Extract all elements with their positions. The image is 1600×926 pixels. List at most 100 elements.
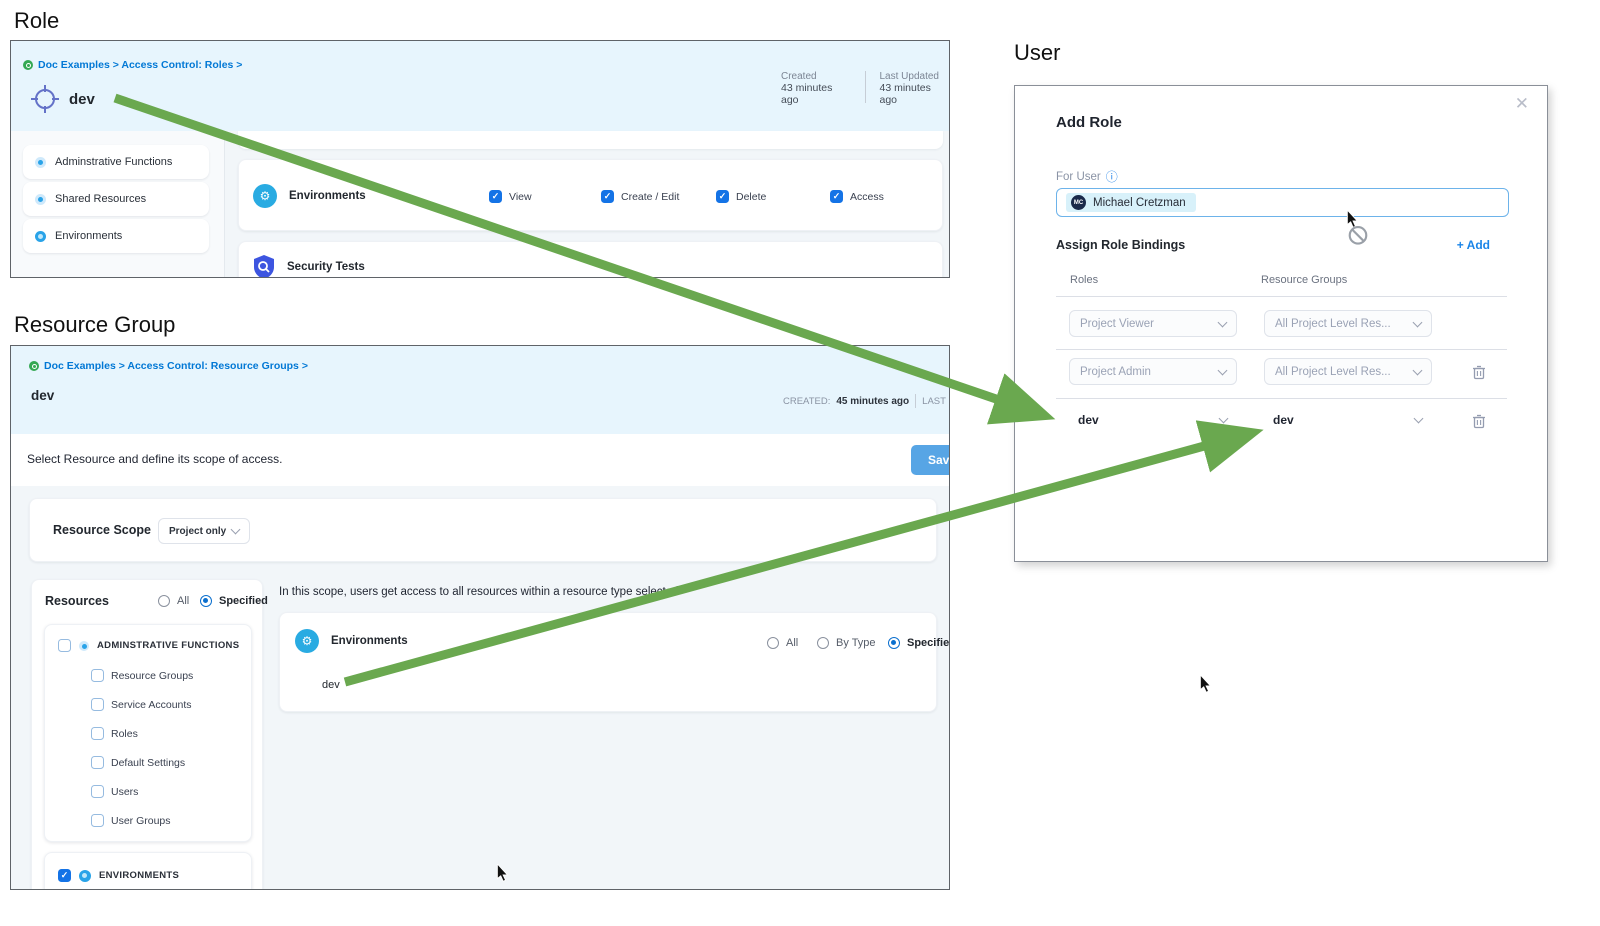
blocked-cursor (1346, 210, 1368, 245)
resource-group-breadcrumb[interactable]: Doc Examples > Access Control: Resource … (29, 360, 308, 372)
env-scope-radio-by-type[interactable]: By Type (817, 637, 876, 649)
all-radio[interactable] (767, 637, 779, 649)
role-breadcrumb-text[interactable]: Doc Examples > Access Control: Roles > (38, 59, 243, 71)
role-dropdown-row1[interactable]: Project Viewer (1069, 310, 1237, 337)
role-panel: Doc Examples > Access Control: Roles > d… (10, 40, 950, 278)
close-icon[interactable]: ✕ (1514, 94, 1529, 113)
users-checkbox[interactable] (91, 785, 104, 798)
delete-binding-icon[interactable] (1471, 364, 1487, 380)
access-checkbox[interactable]: ✓ (830, 190, 843, 203)
for-user-label: For User (1056, 170, 1101, 183)
specified-radio[interactable] (200, 595, 212, 607)
last-updated-value: 43 minutes ago (879, 82, 931, 106)
default-settings-checkbox[interactable] (91, 756, 104, 769)
scope-hint-text: In this scope, users get access to all r… (279, 586, 679, 598)
permission-access[interactable]: ✓ Access (830, 190, 884, 203)
resource-group-panel: Doc Examples > Access Control: Resource … (10, 345, 950, 890)
resource-scope-label: Resource Scope (53, 523, 151, 537)
info-icon[interactable]: ⓘ (1105, 170, 1118, 184)
role-breadcrumb[interactable]: Doc Examples > Access Control: Roles > (23, 59, 242, 71)
by-type-radio[interactable] (817, 637, 829, 649)
chevron-down-icon (1412, 317, 1423, 327)
environments-checkbox[interactable]: ✓ (58, 869, 71, 882)
rg-toolbar: Select Resource and define its scope of … (11, 434, 949, 486)
permission-view[interactable]: ✓ View (489, 190, 532, 203)
resources-card: Resources All Specified ADMINSTRATIVE FU… (31, 579, 268, 889)
role-target-icon (31, 85, 59, 113)
env-scope-radio-all[interactable]: All (767, 637, 798, 649)
delete-binding-icon[interactable] (1471, 413, 1487, 429)
admin-functions-checkbox[interactable] (58, 639, 71, 652)
resource-group-dropdown-row3[interactable]: dev (1273, 413, 1294, 427)
administrative-functions-icon (35, 156, 46, 168)
sidebar-item-shared-resources[interactable]: Shared Resources (23, 182, 209, 216)
permission-delete[interactable]: ✓ Delete (716, 190, 766, 203)
admin-functions-group-row[interactable]: ADMINSTRATIVE FUNCTIONS (58, 639, 239, 652)
chevron-down-icon[interactable] (1413, 413, 1424, 424)
resource-group-breadcrumb-text[interactable]: Doc Examples > Access Control: Resource … (44, 360, 308, 372)
user-chip[interactable]: MC Michael Cretzman (1066, 193, 1196, 212)
resources-label: Resources (45, 594, 109, 608)
resource-group-dropdown-row2[interactable]: All Project Level Res... (1264, 358, 1432, 385)
service-accounts-checkbox[interactable] (91, 698, 104, 711)
view-checkbox[interactable]: ✓ (489, 190, 502, 203)
save-button[interactable]: Save (911, 445, 949, 475)
all-radio[interactable] (158, 595, 170, 607)
permission-resource-label: Environments (289, 190, 366, 202)
resource-scope-dropdown[interactable]: Project only (158, 518, 250, 544)
tree-item-service-accounts[interactable]: Service Accounts (91, 698, 192, 711)
sidebar-item-label: Environments (55, 230, 123, 242)
group-label: ENVIRONMENTS (99, 870, 180, 881)
resource-groups-checkbox[interactable] (91, 669, 104, 682)
for-user-input[interactable]: MC Michael Cretzman (1056, 188, 1509, 217)
permission-create-edit[interactable]: ✓ Create / Edit (601, 190, 679, 203)
tree-item-label: User Groups (111, 814, 171, 827)
env-scope-item-dev[interactable]: dev (322, 679, 340, 691)
tree-item-default-settings[interactable]: Default Settings (91, 756, 185, 769)
chevron-down-icon[interactable] (1218, 413, 1229, 424)
resource-groups-column-header: Resource Groups (1261, 274, 1348, 286)
administrative-functions-icon (79, 640, 89, 651)
roles-checkbox[interactable] (91, 727, 104, 740)
create-edit-checkbox[interactable]: ✓ (601, 190, 614, 203)
add-binding-button[interactable]: + Add (1456, 238, 1490, 252)
meta-divider (864, 71, 866, 103)
resources-radio-specified[interactable]: Specified (200, 595, 268, 607)
resource-group-dropdown-value: All Project Level Res... (1275, 317, 1391, 330)
tree-item-roles[interactable]: Roles (91, 727, 138, 740)
specified-radio[interactable] (888, 637, 900, 649)
chevron-down-icon (1217, 365, 1228, 375)
role-sidebar: Adminstrative Functions Shared Resources… (11, 131, 225, 277)
environments-icon (79, 869, 91, 882)
tree-item-user-groups[interactable]: User Groups (91, 814, 171, 827)
resources-radio-all[interactable]: All (158, 595, 189, 607)
environments-group-row[interactable]: ✓ ENVIRONMENTS (58, 869, 179, 882)
environments-icon: ⚙ (295, 629, 319, 653)
resource-scope-card: Resource Scope Project only (29, 498, 937, 562)
role-dropdown-row3[interactable]: dev (1078, 413, 1099, 427)
tree-item-resource-groups[interactable]: Resource Groups (91, 669, 193, 682)
created-label: Created (781, 71, 817, 82)
roles-column-header: Roles (1070, 274, 1099, 286)
sidebar-item-administrative-functions[interactable]: Adminstrative Functions (23, 145, 209, 179)
security-tests-shield-icon (254, 255, 274, 277)
user-section-heading: User (1014, 40, 1061, 65)
environments-group-card: ✓ ENVIRONMENTS (44, 852, 252, 889)
delete-checkbox[interactable]: ✓ (716, 190, 729, 203)
role-title: dev (69, 91, 95, 108)
environments-icon: ⚙ (253, 184, 277, 208)
sidebar-item-label: Shared Resources (55, 193, 147, 205)
tree-item-users[interactable]: Users (91, 785, 138, 798)
user-groups-checkbox[interactable] (91, 814, 104, 827)
resource-group-meta: CREATED: 45 minutes ago LAST UPDATED: (783, 394, 949, 408)
rg-instruction: Select Resource and define its scope of … (27, 452, 283, 466)
group-label: ADMINSTRATIVE FUNCTIONS (97, 640, 240, 651)
tree-item-label: Default Settings (111, 756, 186, 769)
role-dropdown-row2[interactable]: Project Admin (1069, 358, 1237, 385)
sidebar-item-environments[interactable]: Environments (23, 219, 209, 253)
mouse-cursor (1199, 675, 1212, 693)
env-scope-radio-specified[interactable]: Specified (888, 637, 949, 649)
env-scope-label: Environments (331, 635, 408, 647)
resource-group-dropdown-row1[interactable]: All Project Level Res... (1264, 310, 1432, 337)
sidebar-item-label: Adminstrative Functions (55, 156, 173, 168)
